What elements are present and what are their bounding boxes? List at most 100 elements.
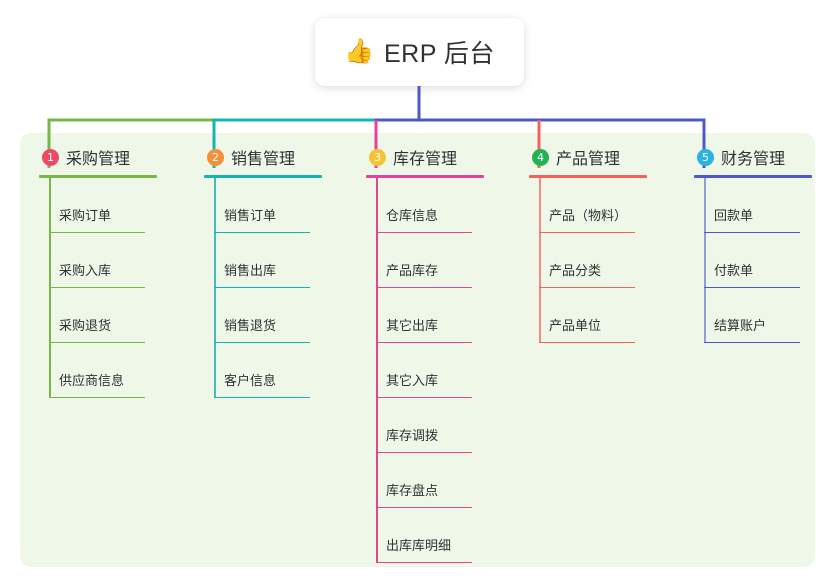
list-item-label: 销售订单 [224,208,277,223]
column-库存管理: 3 库存管理仓库信息产品库存其它出库其它入库库存调拨库存盘点出库库明细 [358,145,518,563]
list-item-underline [376,231,472,233]
item-connector-stem [376,343,378,398]
item-connector-stem [214,343,216,398]
list-item-underline [376,506,472,508]
item-connector-stem [49,288,51,343]
list-item-underline [49,286,145,288]
item-connector-stem [704,178,706,233]
list-item-underline [214,341,310,343]
list-item[interactable]: 产品（物料） [521,178,681,233]
list-item-label: 仓库信息 [386,208,439,223]
list-item-underline [539,231,635,233]
list-item-underline [376,451,472,453]
list-item[interactable]: 其它入库 [358,343,518,398]
column-header-3[interactable]: 3 库存管理 [358,145,518,169]
list-item-label: 结算账户 [714,318,767,333]
column-title: 销售管理 [231,151,296,168]
list-item[interactable]: 产品分类 [521,233,681,288]
list-item-underline [376,561,472,563]
root-node[interactable]: 👍 ERP 后台 [315,18,524,86]
column-header-underline [694,175,812,178]
item-connector-stem [49,233,51,288]
list-item-label: 产品单位 [549,318,602,333]
column-header-1[interactable]: 1 采购管理 [31,145,191,169]
list-item-label: 库存调拨 [386,428,439,443]
item-connector-stem [214,288,216,343]
list-item[interactable]: 库存调拨 [358,398,518,453]
list-item[interactable]: 付款单 [686,233,839,288]
list-item-label: 采购订单 [59,208,112,223]
column-header-underline [366,175,484,178]
column-items: 采购订单采购入库采购退货供应商信息 [31,178,191,398]
column-title: 库存管理 [393,151,458,168]
list-item-underline [214,396,310,398]
item-connector-stem [49,178,51,233]
list-item[interactable]: 其它出库 [358,288,518,343]
item-connector-stem [376,178,378,233]
column-header-underline [204,175,322,178]
list-item-label: 其它入库 [386,373,439,388]
list-item-underline [49,396,145,398]
list-item-underline [704,286,800,288]
list-item-underline [214,231,310,233]
list-item[interactable]: 采购入库 [31,233,191,288]
list-item-label: 付款单 [714,263,754,278]
list-item-label: 销售出库 [224,263,277,278]
list-item[interactable]: 产品库存 [358,233,518,288]
list-item[interactable]: 供应商信息 [31,343,191,398]
list-item[interactable]: 销售出库 [196,233,356,288]
list-item-label: 产品库存 [386,263,439,278]
list-item[interactable]: 采购退货 [31,288,191,343]
list-item-underline [49,231,145,233]
list-item[interactable]: 销售订单 [196,178,356,233]
list-item-label: 产品（物料） [549,208,628,223]
column-header-4[interactable]: 4 产品管理 [521,145,681,169]
column-header-underline [529,175,647,178]
list-item-underline [376,341,472,343]
list-item-label: 产品分类 [549,263,602,278]
list-item[interactable]: 销售退货 [196,288,356,343]
list-item[interactable]: 客户信息 [196,343,356,398]
item-connector-stem [376,288,378,343]
column-title: 产品管理 [556,151,621,168]
item-connector-stem [704,233,706,288]
column-产品管理: 4 产品管理产品（物料） 产品分类产品单位 [521,145,681,343]
list-item[interactable]: 仓库信息 [358,178,518,233]
item-connector-stem [214,233,216,288]
list-item[interactable]: 结算账户 [686,288,839,343]
item-connector-stem [49,343,51,398]
column-badge-4: 4 [532,148,549,166]
list-item-label: 采购入库 [59,263,112,278]
list-item-underline [49,341,145,343]
thumbs-up-icon: 👍 [344,38,374,65]
column-title: 采购管理 [66,151,131,168]
diagram-panel [20,133,815,567]
list-item-underline [704,341,800,343]
list-item[interactable]: 产品单位 [521,288,681,343]
item-connector-stem [376,508,378,563]
list-item-label: 客户信息 [224,373,277,388]
column-badge-3: 3 [369,148,386,166]
list-item[interactable]: 回款单 [686,178,839,233]
list-item-label: 其它出库 [386,318,439,333]
list-item-label: 库存盘点 [386,483,439,498]
column-badge-1: 1 [42,148,59,166]
list-item-label: 销售退货 [224,318,277,333]
list-item-label: 回款单 [714,208,754,223]
column-items: 回款单付款单结算账户 [686,178,839,343]
list-item-underline [214,286,310,288]
root-node-title: ERP 后台 [383,40,495,68]
column-items: 仓库信息产品库存其它出库其它入库库存调拨库存盘点出库库明细 [358,178,518,563]
item-connector-stem [214,178,216,233]
item-connector-stem [376,453,378,508]
list-item[interactable]: 采购订单 [31,178,191,233]
list-item-underline [539,341,635,343]
list-item[interactable]: 出库库明细 [358,508,518,563]
column-badge-5: 5 [697,148,714,166]
list-item-underline [376,286,472,288]
list-item[interactable]: 库存盘点 [358,453,518,508]
